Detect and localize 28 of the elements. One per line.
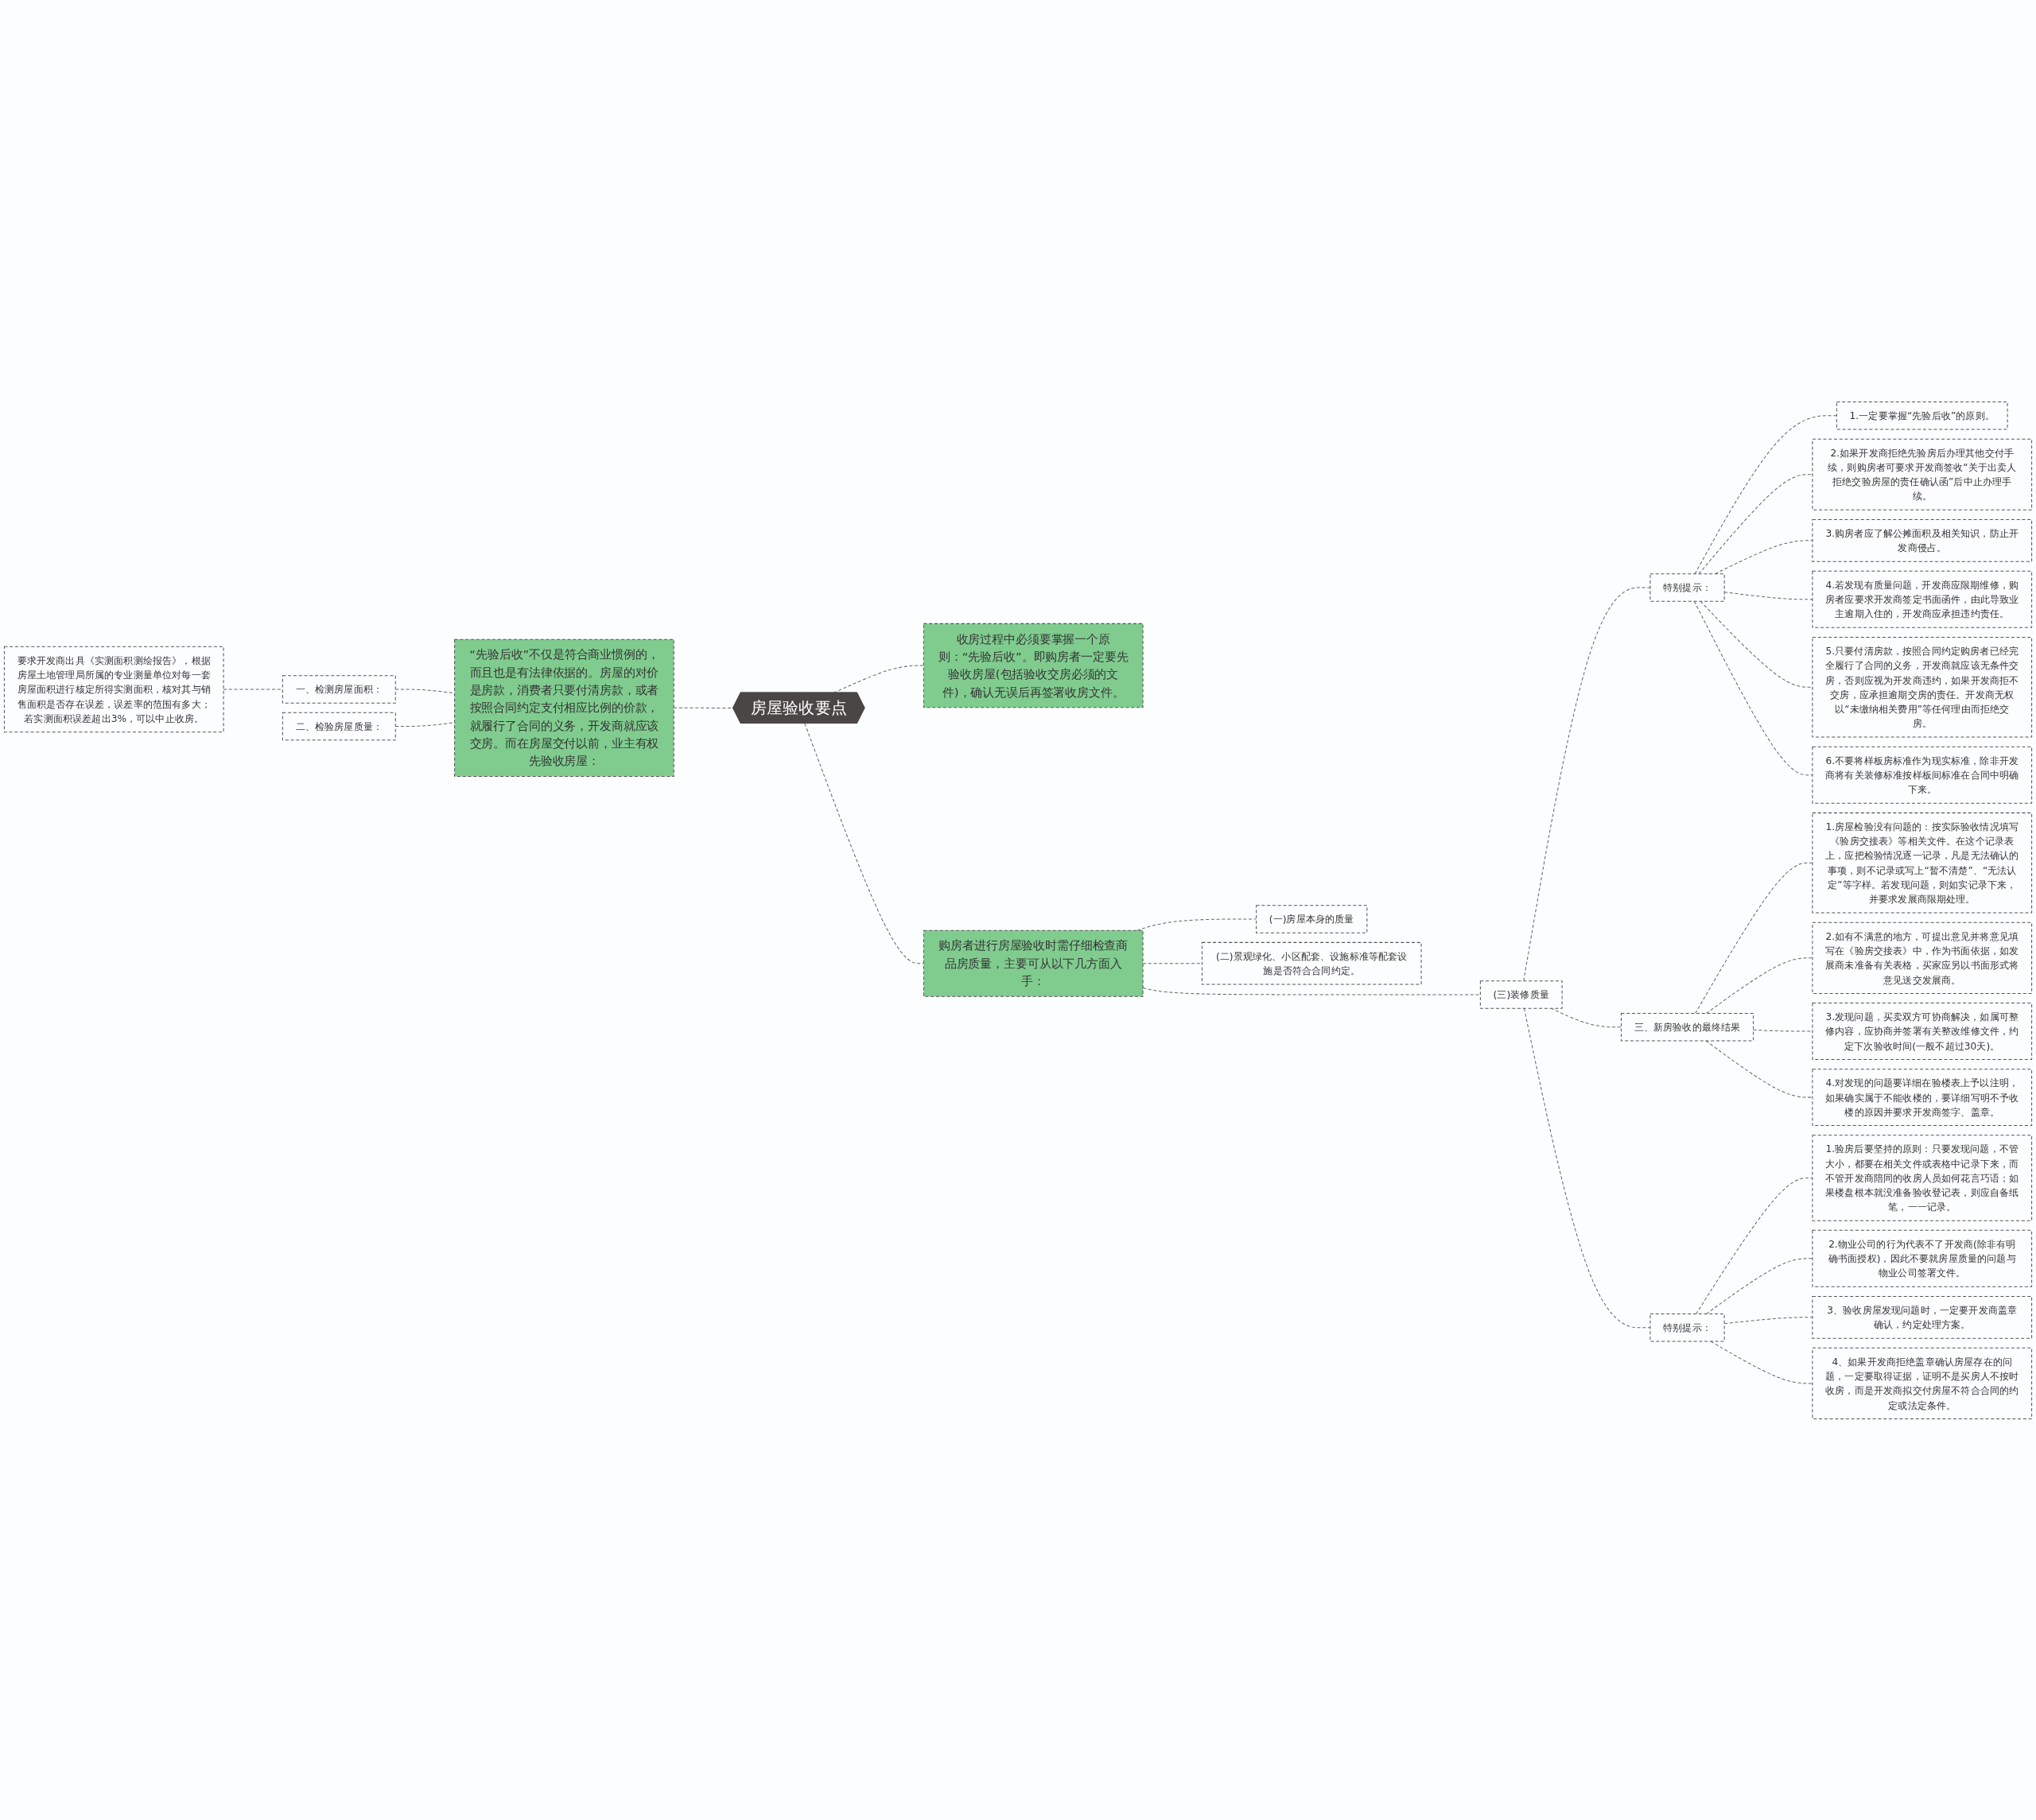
node-box xyxy=(1812,746,2033,804)
connector xyxy=(1550,1007,1622,1027)
node-box xyxy=(1649,572,1725,602)
node-box xyxy=(1812,922,2033,994)
node-box xyxy=(3,646,224,732)
connector xyxy=(1694,414,1837,574)
node-box xyxy=(1201,941,1422,985)
node-box xyxy=(1812,1002,2033,1060)
node-box xyxy=(1812,1068,2033,1126)
node-box xyxy=(454,638,674,777)
node-box xyxy=(1812,570,2033,628)
node-box xyxy=(1812,1347,2033,1419)
node-box xyxy=(923,929,1144,997)
node-box xyxy=(1812,1229,2033,1287)
node-box xyxy=(282,674,396,704)
node-box xyxy=(1836,401,2008,429)
node-box xyxy=(923,623,1144,708)
node-box xyxy=(1479,980,1563,1009)
node-box xyxy=(1256,904,1368,933)
node-box xyxy=(1812,518,2033,562)
node-box xyxy=(1812,1134,2033,1221)
node-box xyxy=(1620,1012,1754,1041)
node-box xyxy=(1812,636,2033,738)
node-box xyxy=(1649,1313,1725,1342)
node-box xyxy=(1812,1295,2033,1339)
node-box xyxy=(282,712,396,740)
node-box xyxy=(1812,812,2033,914)
node-box xyxy=(1812,438,2033,510)
